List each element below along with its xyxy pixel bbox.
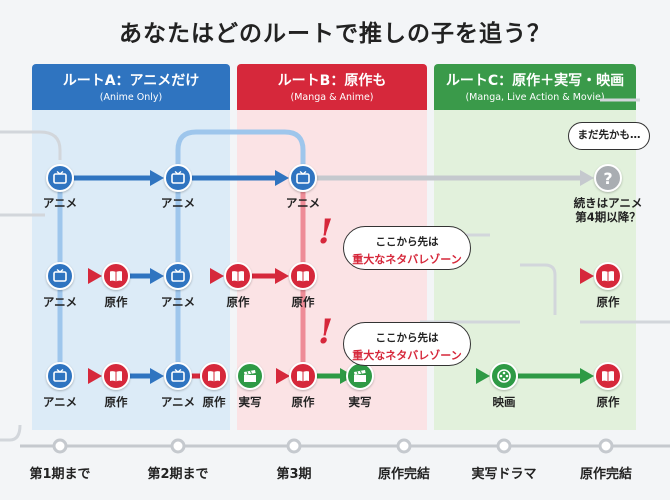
node-label-manga: 原作 [596, 295, 620, 309]
tv-icon [164, 262, 192, 290]
node-label-manga: 原作 [226, 295, 250, 309]
continue-label-line1: 続きはアニメ [573, 196, 643, 210]
node-label-movie: 映画 [492, 395, 516, 409]
column-b-header: ルートB：原作も (Manga & Anime) [237, 64, 427, 110]
speech-bubble-question: まだ先かも… [568, 122, 650, 150]
clapperboard-icon [236, 362, 264, 390]
node-label-anime: アニメ [42, 395, 78, 409]
timeline-label: 実写ドラマ [471, 467, 537, 482]
node-label-anime: アニメ [160, 196, 196, 210]
tv-icon [164, 164, 192, 192]
timeline-axis [20, 438, 670, 454]
book-icon [594, 262, 622, 290]
column-a-subtitle: (Anime Only) [99, 92, 163, 103]
spoiler-callout-1: ここから先は 重大なネタバレゾーン [343, 226, 471, 270]
node-label-manga: 原作 [202, 395, 226, 409]
book-icon [289, 362, 317, 390]
timeline-label: 第3期 [276, 467, 312, 482]
node-label-anime: アニメ [160, 395, 196, 409]
node-label-live: 実写 [238, 395, 262, 409]
exclamation-icon: ! [318, 212, 333, 252]
column-b-subtitle: (Manga & Anime) [290, 92, 374, 103]
blue-connectors [57, 129, 306, 365]
spoiler-callout-line2: 重大なネタバレゾーン [352, 349, 462, 362]
column-c-title: ルートC：原作＋実写・映画 [445, 73, 625, 89]
page-title: あなたはどのルートで推しの子を追う？ [119, 21, 551, 47]
clapperboard-icon [346, 362, 374, 390]
column-c-header: ルートC：原作＋実写・映画 (Manga, Live Action & Movi… [434, 64, 636, 110]
timeline-label: 原作完結 [579, 467, 632, 482]
node-label-anime: アニメ [160, 295, 196, 309]
exclamation-icon: ! [318, 312, 333, 352]
node-label-manga: 原作 [596, 395, 620, 409]
row3-live-line [74, 368, 594, 384]
book-icon [102, 262, 130, 290]
node-label-manga: 原作 [104, 295, 128, 309]
book-icon [102, 362, 130, 390]
spoiler-callout-line1: ここから先は [375, 236, 439, 248]
book-icon [200, 362, 228, 390]
column-c-subtitle: (Manga, Live Action & Movie) [465, 92, 605, 103]
row2-manga-line [74, 268, 594, 284]
timeline-label: 第1期まで [29, 467, 91, 482]
book-icon [289, 262, 317, 290]
continue-label-line2: 第4期以降？ [575, 210, 641, 224]
column-a-header: ルートA：アニメだけ (Anime Only) [32, 64, 230, 110]
node-label-manga: 原作 [104, 395, 128, 409]
column-a-title: ルートA：アニメだけ [62, 73, 200, 89]
background-guide-lines [0, 98, 670, 442]
spoiler-callout-line1: ここから先は [375, 332, 439, 344]
column-b-title: ルートB：原作も [277, 73, 387, 89]
tv-icon [46, 164, 74, 192]
tv-icon [46, 362, 74, 390]
tv-icon [289, 164, 317, 192]
node-label-manga: 原作 [291, 395, 315, 409]
spoiler-callout-2: ここから先は 重大なネタバレゾーン [343, 322, 471, 366]
tv-icon [164, 362, 192, 390]
question-icon: ? [594, 164, 622, 192]
film-reel-icon [490, 362, 518, 390]
tv-icon [46, 262, 74, 290]
timeline-label: 原作完結 [377, 467, 430, 482]
spoiler-callout-line2: 重大なネタバレゾーン [352, 253, 462, 266]
node-label-manga: 原作 [291, 295, 315, 309]
node-label-live: 実写 [348, 395, 372, 409]
timeline-label: 第2期まで [147, 467, 209, 482]
node-label-anime: アニメ [42, 196, 78, 210]
row1-anime-line [74, 170, 594, 186]
book-icon [594, 362, 622, 390]
node-label-anime: アニメ [285, 196, 321, 210]
node-label-anime: アニメ [42, 295, 78, 309]
book-icon [224, 262, 252, 290]
